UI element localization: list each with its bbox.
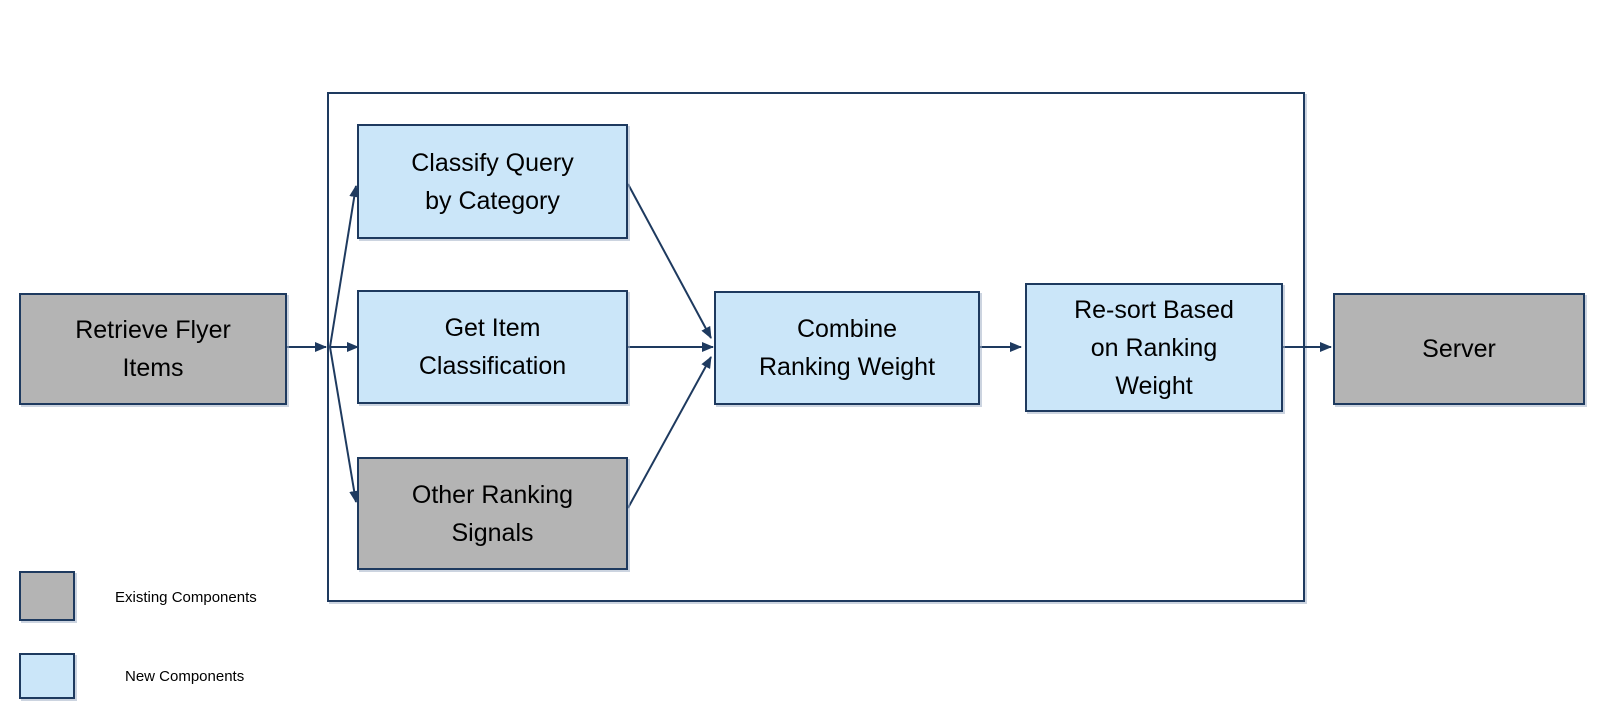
node-server: Server — [1333, 293, 1585, 405]
legend-label-existing-components: Existing Components — [115, 589, 257, 606]
node-label-line: Classify Query — [411, 148, 574, 177]
node-label-line: Other Ranking — [411, 480, 574, 509]
node-get-item-classification: Get Item Classification — [357, 290, 628, 404]
node-other-ranking-signals: Other Ranking Signals — [357, 457, 628, 570]
edge-classify-combine — [627, 183, 712, 339]
edge-other-combine — [627, 356, 712, 509]
node-label-line: Weight — [1115, 371, 1193, 400]
node-label-line: Re-sort Based — [1074, 295, 1234, 324]
node-combine-ranking-weight: Combine Ranking Weight — [714, 291, 980, 405]
node-classify-query-by-category: Classify Query by Category — [357, 124, 628, 239]
edge-junction-other — [329, 346, 360, 503]
node-resort-based-on-ranking-weight: Re-sort Based on Ranking Weight — [1025, 283, 1283, 412]
edge-junction-classify — [329, 185, 360, 348]
legend-swatch-existing-components — [19, 571, 75, 621]
node-label-line: by Category — [425, 186, 560, 215]
node-label-line: Combine — [796, 315, 898, 343]
legend-swatch-new-components — [19, 653, 75, 699]
node-label-line: Get Item — [444, 314, 541, 342]
node-label-line: Server — [1422, 335, 1496, 363]
node-label-line: Retrieve Flyer — [75, 316, 231, 344]
node-label-line: Items — [122, 354, 184, 382]
node-label-line: Ranking Weight — [758, 353, 936, 381]
node-retrieve-flyer-items: Retrieve Flyer Items — [19, 293, 287, 405]
legend-label-new-components: New Components — [125, 668, 245, 685]
node-label-line: Signals — [451, 518, 534, 547]
node-label-line: on Ranking — [1090, 333, 1218, 362]
node-label-line: Classification — [418, 352, 567, 380]
